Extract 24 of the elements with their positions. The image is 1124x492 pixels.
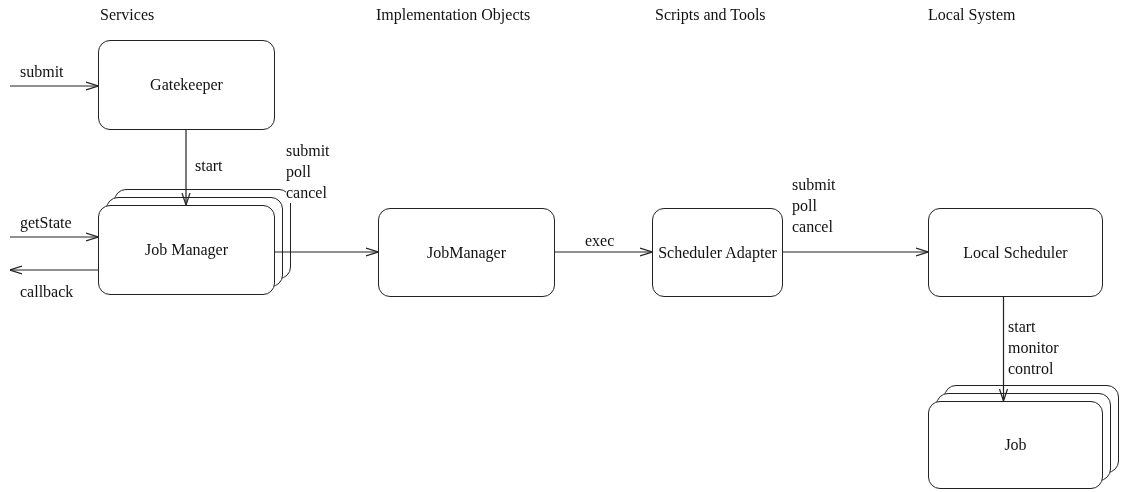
box-label: Scheduler Adapter [658, 243, 777, 262]
column-heading: Services [100, 5, 155, 25]
arrow [9, 232, 99, 242]
column-heading: Scripts and Tools [655, 5, 766, 25]
arrow [274, 247, 379, 257]
process-box [652, 208, 783, 297]
process-box [928, 208, 1103, 297]
box-label: Job [1004, 436, 1027, 454]
column-heading: Implementation Objects [376, 5, 531, 25]
column-heading: Local System [928, 5, 1016, 25]
process-box [928, 401, 1103, 489]
process-box [98, 40, 275, 130]
arrow [181, 129, 191, 206]
arrow [554, 247, 653, 257]
box-label: JobManager [426, 243, 507, 262]
box-label: Gatekeeper [150, 76, 223, 94]
process-box [378, 208, 555, 297]
process-box [98, 205, 275, 295]
arrow [9, 265, 99, 275]
box-label: Local Scheduler [963, 243, 1068, 262]
arrow [782, 247, 929, 257]
arrow [9, 81, 99, 91]
arrow [998, 296, 1009, 402]
box-label: Job Manager [144, 241, 229, 259]
